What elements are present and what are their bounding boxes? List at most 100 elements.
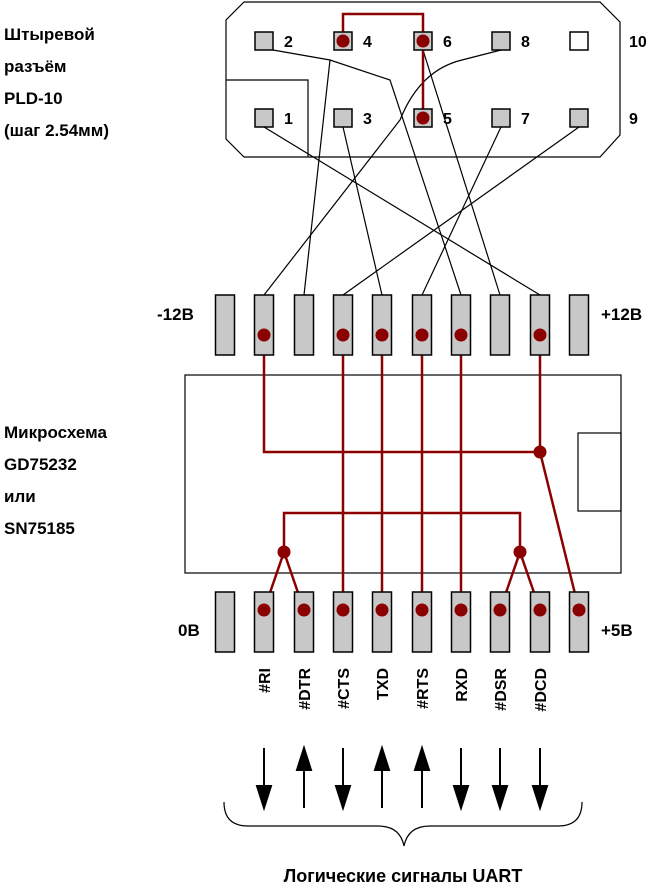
chip-title-line: Микросхема [4,423,108,442]
chip-top-pin [293,294,315,356]
chip-title: Микросхема GD75232 или SN75185 [4,423,108,538]
arrow-down-icon [452,785,470,812]
chip-top-pin [489,294,511,356]
connector-pin-number: 6 [443,34,452,51]
connection-wire [422,49,501,296]
chip-bottom-pin [293,591,315,653]
chip-notch [577,432,622,512]
solder-dot [454,603,468,617]
chip-title-line: или [4,487,36,506]
arrow-down-icon [491,785,509,812]
connection-wire [342,126,383,296]
solder-dot [336,34,350,48]
connector-pin-3 [333,108,353,128]
connector-pin-8 [491,31,511,51]
solder-dot [415,603,429,617]
plus-5v-label: +5В [601,621,633,640]
red-trace [282,511,522,552]
connector-pin-7 [491,108,511,128]
connector-title-line: (шаг 2.54мм) [4,121,109,140]
solder-dot [416,34,430,48]
connector-title: Штыревой разъём PLD-10 (шаг 2.54мм) [4,25,109,140]
solder-dot [416,111,430,125]
connector-pin-number: 3 [363,111,372,128]
connection-wire [272,49,462,296]
arrow-up-icon [373,744,391,771]
connector-title-line: разъём [4,57,67,76]
minus-12v-label: -12В [157,305,194,324]
direction-arrows [255,744,549,812]
connector-title-line: PLD-10 [4,89,63,108]
chip-bottom-pin [253,591,275,653]
connection-wire [263,126,541,296]
signal-label: #DTR [297,668,314,710]
signals-brace [223,801,583,847]
solder-dot [336,328,350,342]
solder-dot [533,328,547,342]
arrow-up-icon [413,744,431,771]
chip-top-pin [371,294,393,356]
crossing-wires [263,49,580,296]
solder-dot [297,603,311,617]
connector-pin-2 [254,31,274,51]
signal-label: #DSR [493,668,510,711]
red-trace [538,451,581,611]
pads [214,31,590,653]
solder-dot [493,603,507,617]
signal-label: TXD [375,668,392,700]
connector-key-notch [226,79,309,157]
connector-pin-10 [569,31,589,51]
chip-bottom-pin [450,591,472,653]
signal-label: #DCD [533,668,550,712]
chip-title-line: GD75232 [4,455,77,474]
red-trace [262,335,542,454]
chip-top-pin [332,294,354,356]
solder-dot [375,603,389,617]
solder-dot [513,545,527,559]
solder-dot [572,603,586,617]
signal-labels: #RI #DTR #CTS TXD #RTS RXD #DSR #DCD [257,668,550,712]
chip-bottom-pin [568,591,590,653]
chip-bottom-pin [529,591,551,653]
zero-v-label: 0В [178,621,200,640]
chip-top-pin [214,294,236,356]
solder-dot [257,603,271,617]
connector-pin-number: 8 [521,34,530,51]
connector-pin-number: 5 [443,111,452,128]
chip-top-pin [253,294,275,356]
connector-pin-number: 1 [284,111,293,128]
signal-label: RXD [454,668,471,702]
connector-title-line: Штыревой [4,25,95,44]
plus-12v-label: +12В [601,305,642,324]
connector-pin-number: 10 [629,34,647,51]
signal-label: #RI [257,668,274,693]
solder-dot [336,603,350,617]
connector-pin-number: 7 [521,111,530,128]
connection-wire [263,49,502,296]
signal-label: #CTS [336,668,353,709]
connector-pin-9 [569,108,589,128]
chip-top-pin [411,294,433,356]
chip-title-line: SN75185 [4,519,75,538]
solder-dot [533,603,547,617]
chip-bottom-pin [371,591,393,653]
arrow-up-icon [295,744,313,771]
chip-bottom-pin [214,591,236,653]
connector-pin-number: 4 [363,34,372,51]
connection-wire [303,59,331,296]
chip-bottom-pin [332,591,354,653]
signal-label: #RTS [415,668,432,709]
solder-dots [257,34,586,617]
connection-wire [342,126,580,296]
connector-pin-number: 2 [284,34,293,51]
chip-bottom-pin [411,591,433,653]
connector-body [225,1,621,158]
chip-bottom-pin [489,591,511,653]
red-trace [341,12,425,118]
chip-top-pin [450,294,472,356]
caption: Логические сигналы UART [284,866,523,886]
arrow-down-icon [255,785,273,812]
solder-dot [454,328,468,342]
